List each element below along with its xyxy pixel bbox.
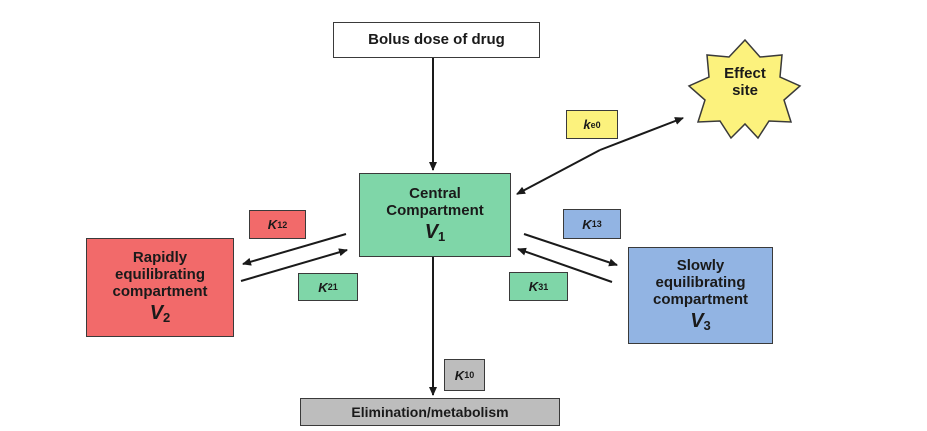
slow-compartment-box: Slowly equilibrating compartment V3 xyxy=(628,247,773,344)
slow-volume: V3 xyxy=(690,310,711,334)
arrow-central-to-effect xyxy=(599,117,684,151)
rate-k13-sub: 13 xyxy=(591,219,602,229)
arrow-central-to-rapid xyxy=(242,233,347,266)
central-volume-symbol: V xyxy=(424,221,439,244)
effect-site-line2: site xyxy=(732,82,758,100)
rate-k10-symbol: K xyxy=(454,367,465,383)
rapid-volume: V2 xyxy=(150,302,171,326)
effect-site-star xyxy=(687,38,802,140)
slow-line1: Slowly xyxy=(676,256,725,274)
rate-k10-sub: 10 xyxy=(464,370,475,380)
central-volume-sub: 1 xyxy=(438,229,446,245)
effect-site-label: Effect site xyxy=(705,65,785,100)
central-line1: Central xyxy=(409,184,461,202)
slow-line3: compartment xyxy=(652,291,749,309)
elimination-box: Elimination/metabolism xyxy=(300,398,560,426)
bolus-dose-label: Bolus dose of drug xyxy=(368,31,505,49)
rate-k21-symbol: K xyxy=(318,279,328,295)
rapid-volume-sub: 2 xyxy=(163,310,171,326)
rate-k31-sub: 31 xyxy=(538,281,549,292)
arrow-rapid-to-central xyxy=(240,248,348,282)
rapid-line2: equilibrating xyxy=(115,265,205,283)
rate-k12-symbol: K xyxy=(267,217,278,232)
central-volume: V1 xyxy=(425,221,446,245)
central-line2: Compartment xyxy=(386,202,484,220)
rapid-line3: compartment xyxy=(112,283,208,301)
effect-site-line1: Effect xyxy=(724,65,766,82)
slow-line2: equilibrating xyxy=(655,273,746,291)
rapid-compartment-box: Rapidly equilibrating compartment V2 xyxy=(86,238,234,337)
arrow-central-to-slow xyxy=(523,233,618,267)
rate-k12-sub: 12 xyxy=(277,219,288,230)
arrow-slow-to-central xyxy=(517,247,613,283)
arrow-effect-to-central xyxy=(516,149,601,195)
slow-volume-sub: 3 xyxy=(703,318,711,334)
rate-ke0-symbol: k xyxy=(583,117,591,132)
rate-k31-symbol: K xyxy=(528,279,539,294)
rapid-volume-symbol: V xyxy=(149,302,164,325)
rapid-line1: Rapidly xyxy=(132,248,188,266)
elimination-label: Elimination/metabolism xyxy=(351,403,509,420)
rate-ke0-sub: e0 xyxy=(590,119,601,130)
rate-k13-symbol: K xyxy=(582,216,592,232)
rate-k21-sub: 21 xyxy=(327,282,338,292)
slow-volume-symbol: V xyxy=(690,310,704,333)
central-compartment-box: Central Compartment V1 xyxy=(359,173,511,257)
bolus-dose-box: Bolus dose of drug xyxy=(333,22,540,58)
